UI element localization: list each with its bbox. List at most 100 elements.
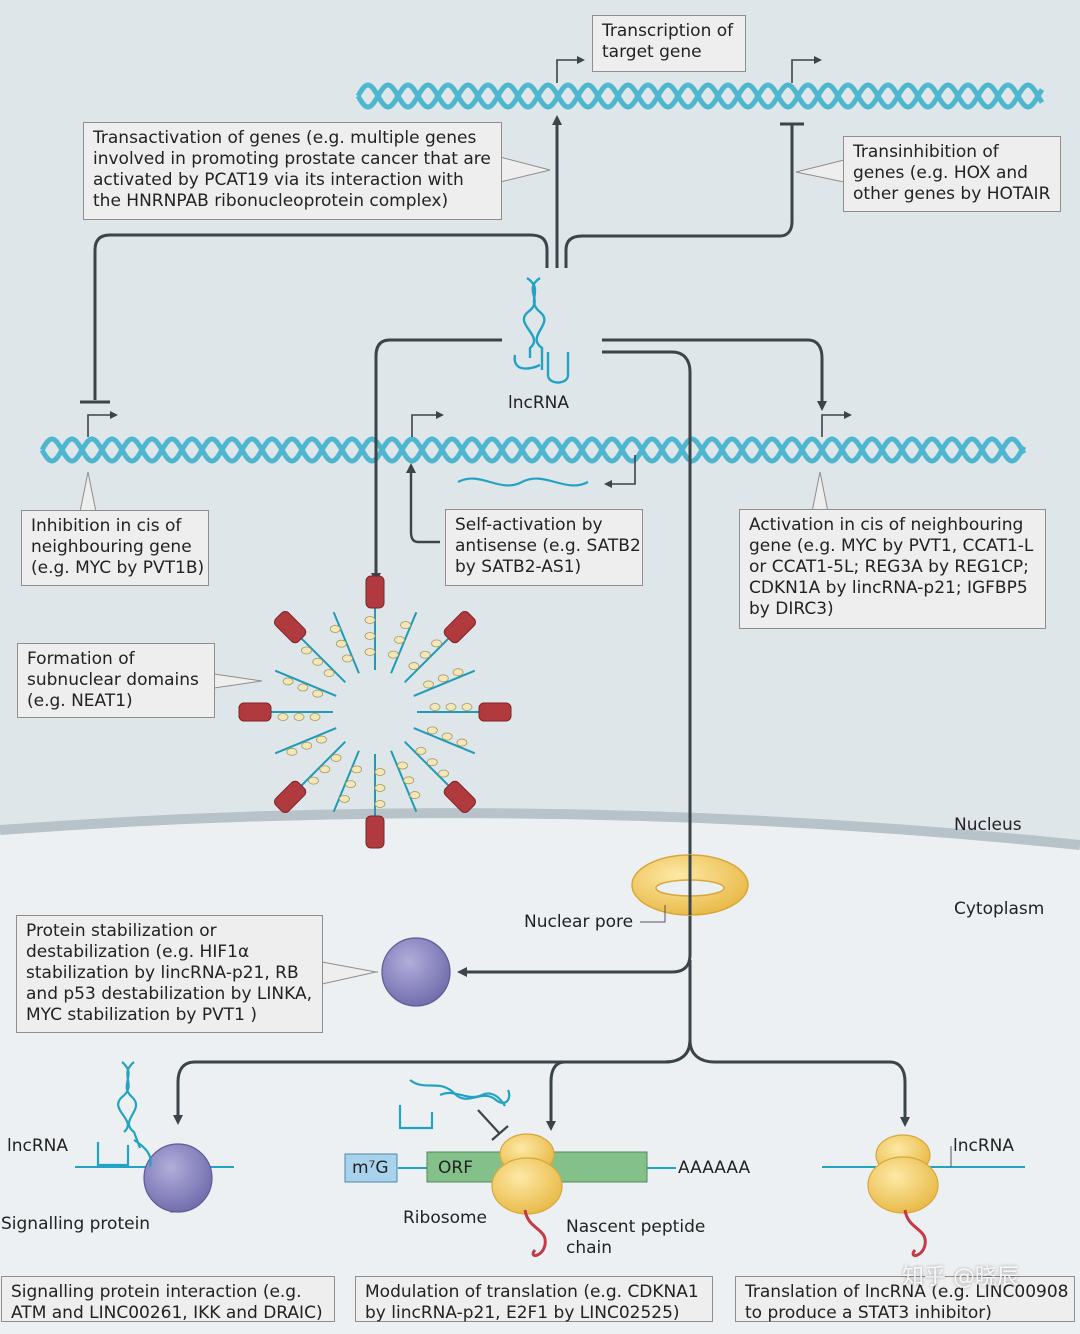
paraspeckle-bead — [364, 616, 376, 624]
paraspeckle-rna — [297, 634, 347, 684]
label-self-activation: Self-activation by antisense (e.g. SATB2… — [445, 509, 643, 586]
paraspeckle-bead — [312, 657, 324, 666]
paraspeckle-bead — [329, 625, 341, 633]
paraspeckle-bead — [431, 639, 442, 648]
text-line: Modulation of translation (e.g. CDKNA1 — [365, 1282, 699, 1302]
label-bottom-translation-modulation: Modulation of translation (e.g. CDKNA1 b… — [355, 1276, 713, 1323]
label-activation-cis: Activation in cis of neighbouring gene (… — [739, 509, 1046, 629]
dna-strand — [39, 436, 1027, 464]
arrow-to-inhibition — [93, 233, 549, 400]
paraspeckle-bead — [316, 735, 327, 744]
arrow-to-subnuclear — [371, 338, 502, 583]
label-inhibition-cis: Inhibition in cis of neighbouring gene (… — [21, 510, 209, 586]
arrow-to-translation — [688, 1039, 910, 1127]
pointer-transinhibition — [795, 159, 845, 183]
text-line: neighbouring gene — [31, 537, 192, 557]
paraspeckle-bead — [456, 738, 468, 747]
text-line: target gene — [602, 42, 702, 62]
text-line: by DIRC3) — [749, 599, 834, 619]
paraspeckle-protein — [478, 702, 512, 722]
text-line: or CCAT1-5L; REG3A by REG1CP; — [749, 557, 1029, 577]
paraspeckle-bead — [387, 650, 399, 659]
arrow-to-transinhibition — [564, 125, 794, 268]
label-m7g: m⁷G — [352, 1158, 389, 1178]
paraspeckle-bead — [342, 654, 353, 663]
lncrna-translation — [822, 1134, 1025, 1257]
dna-strand — [39, 436, 1027, 464]
watermark: 知乎 @晓辰 — [902, 1265, 1019, 1290]
text-line: by lincRNA-p21, E2F1 by LINC02525) — [365, 1303, 680, 1323]
ribosome-large — [491, 1157, 563, 1215]
paraspeckle-bead — [437, 674, 449, 683]
nuclear-envelope — [0, 808, 1080, 850]
paraspeckle-bead — [397, 761, 408, 770]
paraspeckle-rna — [413, 669, 476, 697]
self-activation-arrow — [406, 463, 440, 544]
text-line: Formation of — [27, 649, 135, 669]
text-line: antisense (e.g. SATB2 — [455, 536, 641, 556]
paraspeckle-bead — [441, 732, 453, 741]
label-nucleus: Nucleus — [954, 815, 1022, 835]
paraspeckle-bead — [438, 769, 449, 778]
m7g-cap — [344, 1153, 398, 1183]
antisense-tss-arrow — [604, 455, 636, 488]
paraspeckle-bead — [423, 680, 434, 689]
text-line: subnuclear domains — [27, 670, 199, 690]
arrow-to-activation-cis — [602, 338, 827, 411]
paraspeckle-protein — [274, 611, 307, 644]
paraspeckle-protein — [443, 611, 476, 644]
pointer-activation — [811, 471, 829, 513]
text-line: gene (e.g. MYC by PVT1, CCAT1-L — [749, 536, 1034, 556]
paraspeckle-rna — [332, 750, 360, 813]
text-line: Transcription of — [602, 21, 734, 41]
antisense-transcript — [457, 477, 589, 487]
paraspeckle-bead — [403, 776, 415, 785]
text-line: ATM and LINC00261, IKK and DRAIC) — [11, 1303, 323, 1323]
lncrna-center-molecule — [513, 277, 570, 384]
paraspeckle-bead — [277, 713, 289, 721]
text-line: destabilization (e.g. HIF1α — [26, 942, 250, 962]
text-line: activated by PCAT19 via its interaction … — [93, 170, 464, 190]
paraspeckle-structure — [238, 575, 512, 849]
paraspeckle-bead — [330, 754, 342, 762]
label-bottom-signalling: Signalling protein interaction (e.g. ATM… — [1, 1276, 335, 1323]
label-lncrna-right: lncRNA — [953, 1136, 1015, 1156]
text-line: Nascent peptide — [566, 1217, 706, 1237]
paraspeckle-bead — [364, 632, 376, 640]
paraspeckle-rna — [274, 669, 337, 697]
paraspeckle-bead — [374, 800, 386, 808]
paraspeckle-rna — [274, 727, 337, 755]
paraspeckle-protein — [365, 815, 385, 849]
text-line: Translation of lncRNA (e.g. LINC00908 — [745, 1282, 1069, 1302]
paraspeckle-bead — [429, 703, 441, 711]
label-transinhibition: Transinhibition of genes (e.g. HOX and o… — [843, 136, 1061, 212]
paraspeckle-rna — [403, 740, 453, 790]
neighbouring-gene-dna — [39, 436, 1027, 464]
paraspeckle-bead — [445, 703, 457, 711]
paraspeckle-bead — [351, 765, 363, 774]
text-line: Inhibition in cis of — [31, 516, 182, 536]
regulatory-lncrna — [398, 1079, 511, 1130]
text-line: Protein stabilization or — [26, 921, 217, 941]
dna-strand — [355, 82, 1045, 110]
label-ribosome: Ribosome — [403, 1208, 488, 1228]
paraspeckle-bead — [452, 668, 464, 677]
label-signalling-protein: Signalling protein — [1, 1214, 151, 1234]
paraspeckle-bead — [374, 768, 386, 776]
paraspeckle-protein — [238, 702, 272, 722]
text-line: the HNRNPAB ribonucleoprotein complex) — [93, 191, 449, 211]
label-subnuclear-domains: Formation of subnuclear domains (e.g. NE… — [17, 643, 215, 718]
paraspeckle-bead — [335, 639, 347, 648]
nascent-peptide — [523, 1209, 547, 1257]
paraspeckle-rna — [390, 611, 418, 674]
signalling-complex — [75, 1061, 234, 1213]
paraspeckle-rna — [403, 634, 453, 684]
text-line: involved in promoting prostate cancer th… — [93, 149, 491, 169]
paraspeckle-rna — [297, 740, 347, 790]
text-line: other genes by HOTAIR — [853, 184, 1051, 204]
paraspeckle-bead — [409, 791, 421, 799]
paraspeckle-bead — [426, 726, 438, 735]
stabilized-protein — [381, 937, 451, 1007]
